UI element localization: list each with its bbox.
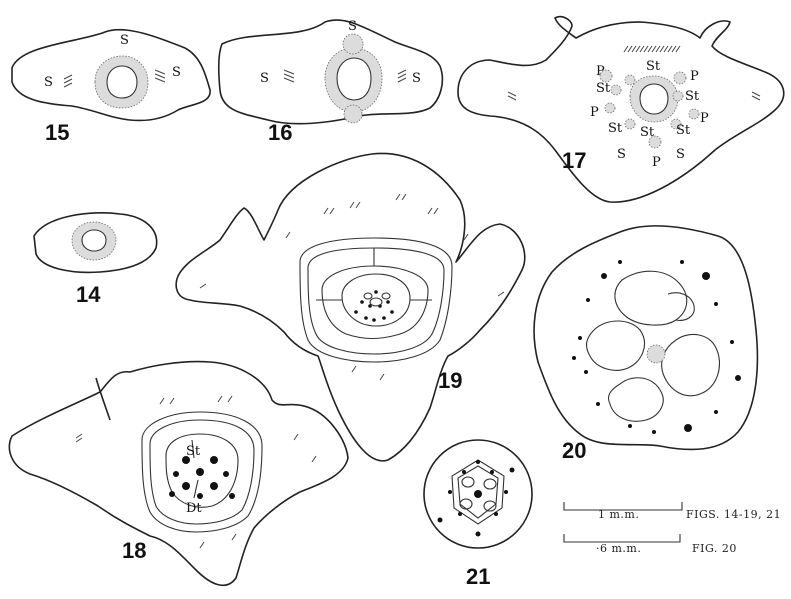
figure-16: S S S 16 bbox=[219, 19, 443, 145]
label-st: St bbox=[685, 89, 700, 104]
figure-14: 14 bbox=[34, 213, 157, 307]
figure-17: St P P St St P St P St St S P S 17 bbox=[458, 17, 784, 202]
figure-21: 21 bbox=[424, 440, 532, 589]
label-s: S bbox=[412, 71, 421, 86]
figure-number: 18 bbox=[122, 538, 146, 563]
label-s: S bbox=[44, 75, 53, 90]
scale-caption: FIGS. 14-19, 21 bbox=[686, 508, 781, 521]
scale-bar-06mm: ·6 m.m. FIG. 20 bbox=[564, 534, 737, 555]
label-st: St bbox=[646, 59, 661, 74]
label-p: P bbox=[596, 64, 605, 79]
label-s: S bbox=[172, 65, 181, 80]
bundle-dots bbox=[169, 456, 235, 499]
label-st: St bbox=[608, 121, 623, 136]
scale-label: 1 m.m. bbox=[598, 508, 639, 521]
scale-label: ·6 m.m. bbox=[596, 542, 641, 555]
scale-bar-1mm: 1 m.m. FIGS. 14-19, 21 bbox=[564, 502, 781, 521]
label-s: S bbox=[348, 19, 357, 34]
label-p: P bbox=[690, 69, 699, 84]
figure-number: 20 bbox=[562, 438, 586, 463]
figure-20: 20 bbox=[534, 226, 757, 463]
label-p: P bbox=[590, 105, 599, 120]
xylem-dots bbox=[354, 290, 394, 322]
figure-number: 15 bbox=[45, 120, 69, 145]
figure-number: 17 bbox=[562, 148, 586, 173]
figure-number: 16 bbox=[268, 120, 292, 145]
label-p: P bbox=[652, 155, 661, 170]
label-s: S bbox=[120, 33, 129, 48]
label-s: S bbox=[260, 71, 269, 86]
label-p: P bbox=[700, 111, 709, 126]
scale-caption: FIG. 20 bbox=[692, 542, 737, 555]
label-s: S bbox=[617, 147, 626, 162]
figure-15: S S S 15 bbox=[12, 30, 210, 145]
figure-number: 19 bbox=[438, 368, 462, 393]
label-st: St bbox=[640, 125, 655, 140]
label-st: St bbox=[596, 81, 611, 96]
label-dt: Dt bbox=[186, 501, 202, 516]
label-st: St bbox=[676, 123, 691, 138]
label-st: St bbox=[186, 444, 201, 459]
figure-number: 14 bbox=[76, 282, 101, 307]
label-s: S bbox=[676, 147, 685, 162]
figure-number: 21 bbox=[466, 564, 490, 589]
figure-18: St Dt 18 bbox=[9, 362, 348, 586]
